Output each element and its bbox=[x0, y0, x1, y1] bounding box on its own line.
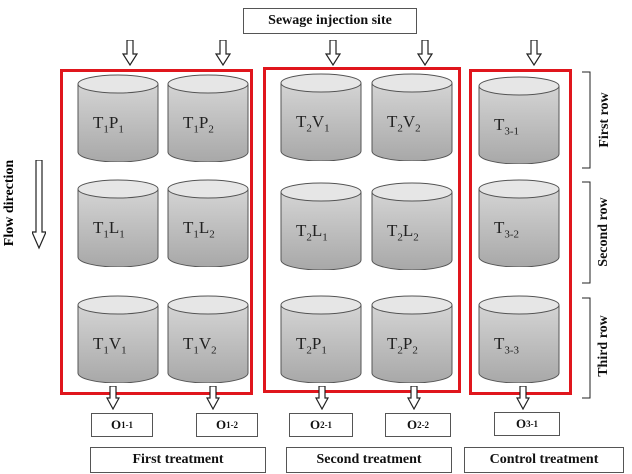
first-treatment-group bbox=[60, 69, 253, 395]
injection-site-label: Sewage injection site bbox=[243, 8, 417, 34]
tank-t3-3: T3-3 bbox=[478, 295, 560, 383]
outlet-arrow-icon bbox=[206, 386, 220, 410]
flow-direction-label: Flow direction bbox=[2, 159, 18, 247]
outlet-arrow-icon bbox=[315, 386, 329, 410]
injection-arrow-icon bbox=[325, 40, 341, 66]
tank-cylinder-icon bbox=[77, 74, 159, 162]
tank-label: T1L2 bbox=[183, 217, 215, 241]
tank-label: T1P1 bbox=[93, 112, 124, 136]
tank-t3-2: T3-2 bbox=[478, 179, 560, 267]
injection-arrow-icon bbox=[526, 40, 542, 66]
tank-cylinder-icon bbox=[167, 179, 249, 267]
injection-arrow-icon bbox=[417, 40, 433, 66]
first-treatment-label: First treatment bbox=[90, 447, 266, 473]
outlet-arrow-icon bbox=[106, 386, 120, 410]
tank-cylinder-icon bbox=[371, 295, 453, 383]
tank-label: T3-2 bbox=[494, 217, 520, 241]
row-label-third: Third row bbox=[596, 315, 611, 377]
tank-cylinder-icon bbox=[371, 73, 453, 161]
tank-t1v1: T1V1 bbox=[77, 295, 159, 383]
tank-cylinder-icon bbox=[167, 74, 249, 162]
row-braces bbox=[582, 71, 591, 399]
tank-t2v1: T2V1 bbox=[280, 73, 362, 161]
outlet-arrow-icon bbox=[407, 386, 421, 410]
tank-label: T3-1 bbox=[494, 114, 520, 138]
tank-t1p2: T1P2 bbox=[167, 74, 249, 162]
tank-label: T2V1 bbox=[296, 111, 330, 135]
tank-cylinder-icon bbox=[478, 179, 560, 267]
tank-cylinder-icon bbox=[280, 182, 362, 270]
control-treatment-label: Control treatment bbox=[464, 447, 624, 473]
second-treatment-label: Second treatment bbox=[286, 447, 452, 473]
tank-label: T2P2 bbox=[387, 333, 418, 357]
row-label-first: First row bbox=[597, 92, 612, 148]
tank-cylinder-icon bbox=[77, 179, 159, 267]
tank-label: T1L1 bbox=[93, 217, 125, 241]
tank-label: T2V2 bbox=[387, 111, 421, 135]
tank-cylinder-icon bbox=[280, 73, 362, 161]
tank-label: T2L2 bbox=[387, 220, 419, 244]
flow-direction-arrow-icon bbox=[32, 160, 46, 250]
tank-t3-1: T3-1 bbox=[478, 76, 560, 164]
tank-label: T1V2 bbox=[183, 333, 217, 357]
tank-t1p1: T1P1 bbox=[77, 74, 159, 162]
tank-cylinder-icon bbox=[77, 295, 159, 383]
tank-label: T3-3 bbox=[494, 333, 520, 357]
tank-t2p1: T2P1 bbox=[280, 295, 362, 383]
tank-cylinder-icon bbox=[478, 76, 560, 164]
tank-t2v2: T2V2 bbox=[371, 73, 453, 161]
tank-t1l2: T1L2 bbox=[167, 179, 249, 267]
tank-t1v2: T1V2 bbox=[167, 295, 249, 383]
tank-t2p2: T2P2 bbox=[371, 295, 453, 383]
tank-t2l1: T2L1 bbox=[280, 182, 362, 270]
outlet-arrow-icon bbox=[516, 386, 530, 410]
tank-label: T1P2 bbox=[183, 112, 214, 136]
tank-cylinder-icon bbox=[478, 295, 560, 383]
tank-label: T2P1 bbox=[296, 333, 327, 357]
tank-cylinder-icon bbox=[280, 295, 362, 383]
tank-t2l2: T2L2 bbox=[371, 182, 453, 270]
injection-site-text: Sewage injection site bbox=[268, 13, 392, 28]
injection-arrow-icon bbox=[122, 40, 138, 66]
row-label-second: Second row bbox=[596, 197, 611, 267]
tank-cylinder-icon bbox=[167, 295, 249, 383]
tank-label: T1V1 bbox=[93, 333, 127, 357]
second-treatment-group bbox=[263, 67, 461, 393]
tank-label: T2L1 bbox=[296, 220, 328, 244]
tank-t1l1: T1L1 bbox=[77, 179, 159, 267]
injection-arrow-icon bbox=[215, 40, 231, 66]
tank-cylinder-icon bbox=[371, 182, 453, 270]
